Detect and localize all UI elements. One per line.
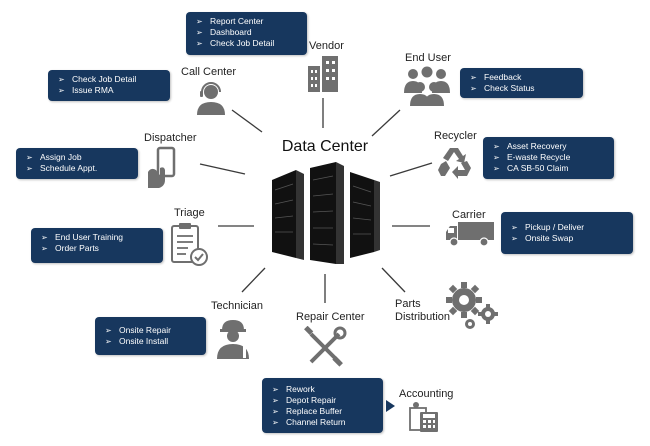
repair-center-item: Channel Return	[272, 417, 377, 428]
dispatcher-label: Dispatcher	[144, 132, 197, 144]
call-center-box: Check Job Detail Issue RMA	[48, 70, 170, 101]
repair-center-item: Depot Repair	[272, 395, 377, 406]
parts-distribution-label-line2: Distribution	[395, 311, 451, 323]
call-center-item: Check Job Detail	[58, 74, 164, 85]
recycler-label: Recycler	[434, 130, 477, 142]
building-icon	[308, 56, 338, 92]
call-center-item: Issue RMA	[58, 85, 164, 96]
technician-item: Onsite Install	[105, 336, 200, 347]
repair-center-item: Rework	[272, 384, 377, 395]
recycler-box: Asset Recovery E-waste Recycle CA SB-50 …	[483, 137, 614, 179]
end-user-item: Check Status	[470, 83, 577, 94]
call-center-label: Call Center	[181, 66, 237, 78]
technician-box: Onsite Repair Onsite Install	[95, 317, 206, 355]
spoke-technician	[241, 267, 266, 293]
vendor-item: Report Center	[196, 16, 301, 27]
recycler-item: Asset Recovery	[493, 141, 608, 152]
triage-label: Triage	[174, 207, 205, 219]
spoke-dispatcher	[199, 163, 246, 175]
repair-center-label: Repair Center	[296, 311, 365, 323]
spoke-parts-distribution	[381, 267, 406, 293]
spoke-recycler	[389, 162, 433, 177]
gears-icon	[446, 282, 498, 329]
recycler-item: E-waste Recycle	[493, 152, 608, 163]
parts-distribution-label: Parts Distribution	[395, 298, 450, 324]
technician-label: Technician	[211, 300, 263, 312]
carrier-item: Onsite Swap	[511, 233, 627, 244]
spoke-end-user	[371, 109, 401, 137]
parts-distribution-label-line1: Parts	[395, 298, 421, 310]
triage-box: End User Training Order Parts	[31, 228, 163, 263]
clipboard-check-icon	[171, 223, 208, 266]
truck-icon	[446, 222, 494, 247]
tools-icon	[304, 326, 347, 367]
calculator-icon	[409, 402, 438, 432]
accounting-label: Accounting	[399, 388, 454, 400]
vendor-item: Dashboard	[196, 27, 301, 38]
end-user-label: End User	[405, 52, 451, 64]
dispatcher-box: Assign Job Schedule Appt.	[16, 148, 138, 179]
vendor-box: Report Center Dashboard Check Job Detail	[186, 12, 307, 55]
group-icon	[404, 66, 450, 106]
worker-icon	[217, 320, 249, 359]
technician-item: Onsite Repair	[105, 325, 200, 336]
carrier-box: Pickup / Deliver Onsite Swap	[501, 212, 633, 254]
end-user-item: Feedback	[470, 72, 577, 83]
carrier-label: Carrier	[452, 209, 486, 221]
dispatcher-item: Schedule Appt.	[26, 163, 132, 174]
phone-hand-icon	[148, 146, 176, 188]
end-user-box: Feedback Check Status	[460, 68, 583, 98]
dispatcher-item: Assign Job	[26, 152, 132, 163]
recycler-item: CA SB-50 Claim	[493, 163, 608, 174]
spoke-call-center	[231, 109, 263, 133]
headset-agent-icon	[197, 82, 225, 115]
repair-center-box: Rework Depot Repair Replace Buffer Chann…	[262, 378, 383, 433]
vendor-item: Check Job Detail	[196, 38, 301, 49]
vendor-label: Vendor	[309, 40, 344, 52]
carrier-item: Pickup / Deliver	[511, 222, 627, 233]
repair-center-item: Replace Buffer	[272, 406, 377, 417]
server-rack-icon	[272, 162, 380, 264]
recycle-icon	[438, 148, 471, 179]
arrow-to-accounting-icon	[386, 400, 395, 412]
triage-item: Order Parts	[41, 243, 157, 254]
triage-item: End User Training	[41, 232, 157, 243]
center-title: Data Center	[281, 138, 369, 155]
